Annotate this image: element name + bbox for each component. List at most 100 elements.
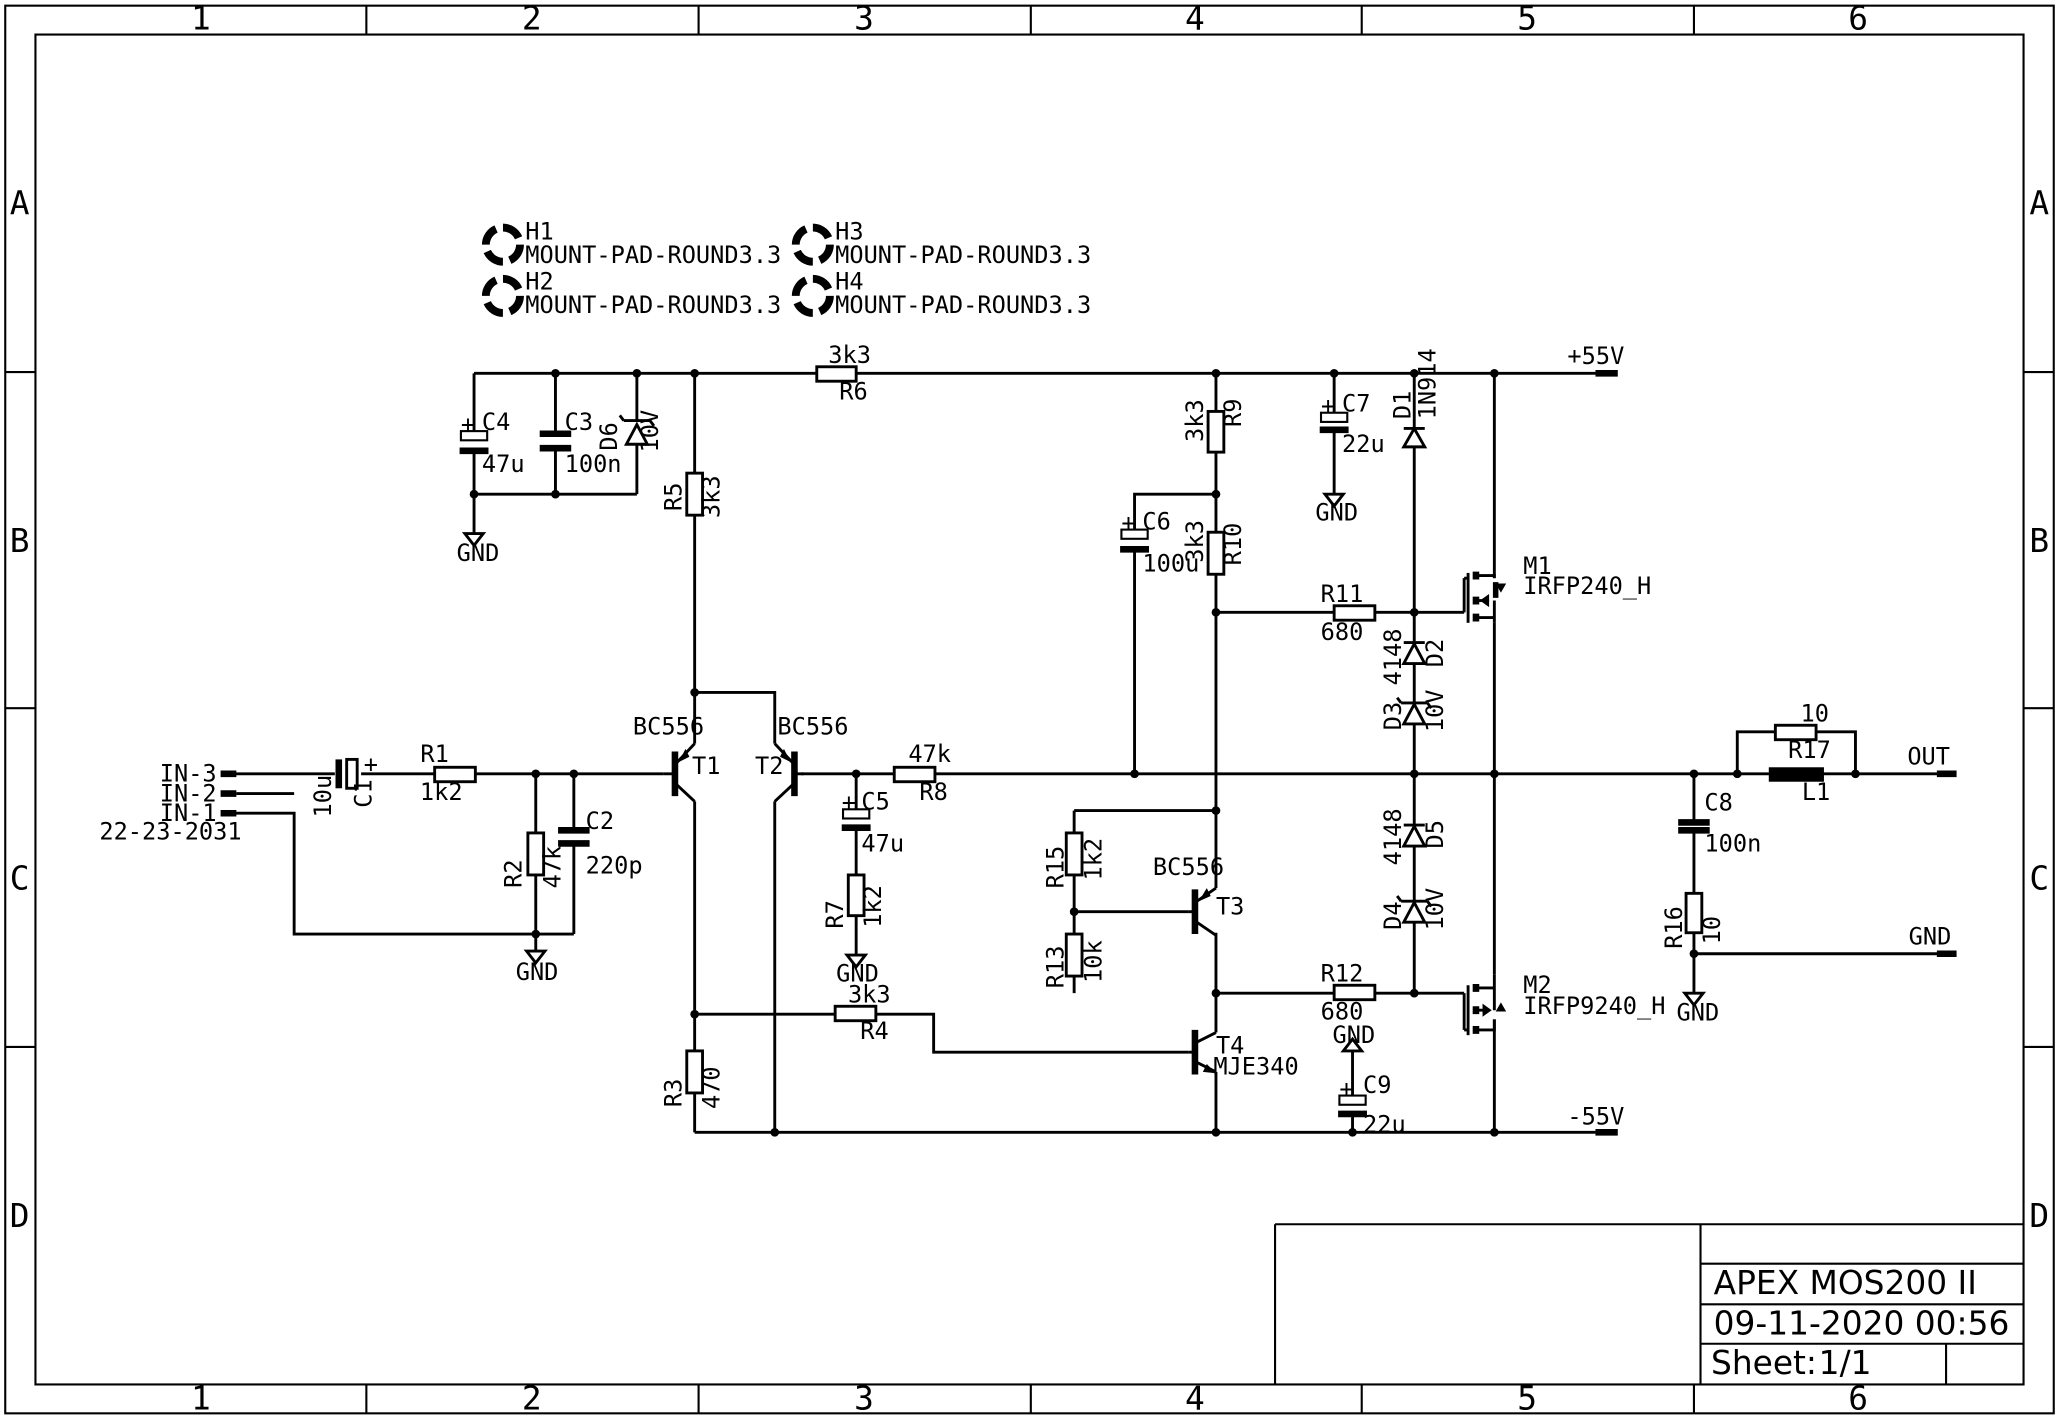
h1-ref: H1 — [525, 217, 553, 245]
col-label-3-bottom: 3 — [854, 1379, 874, 1417]
c5-ref: C5 — [861, 787, 889, 815]
zener-diode-d4: D4 10V — [1379, 888, 1449, 931]
col-label-4-bottom: 4 — [1185, 1379, 1205, 1417]
r2-value: 47k — [539, 846, 567, 889]
h3-ref: H3 — [835, 217, 863, 245]
c4-value: 47u — [482, 450, 525, 478]
d1-value: 1N914 — [1413, 348, 1441, 419]
title-block-sheet-label: Sheet: — [1711, 1344, 1817, 1382]
r15-value: 1k2 — [1080, 838, 1108, 881]
col-label-5-top: 5 — [1517, 0, 1537, 37]
gnd-label-c7: GND — [1315, 498, 1358, 526]
m1-ref: M1 — [1523, 552, 1551, 580]
resistor-r12: R12 680 — [1321, 959, 1377, 1025]
m2-value: IRFP9240_H — [1523, 992, 1665, 1020]
r13-value: 10k — [1080, 940, 1108, 983]
r9-value: 3k3 — [1181, 399, 1209, 442]
c3-value: 100n — [565, 450, 622, 478]
d2-ref: D2 — [1421, 639, 1449, 667]
zener-diode-d3: D3 10V — [1379, 689, 1449, 732]
transistor-t2: BC556 T2 — [755, 712, 849, 803]
c1-plus: + — [364, 751, 378, 779]
r4-ref: R4 — [860, 1017, 888, 1045]
col-label-2-top: 2 — [522, 0, 542, 37]
c3-ref: C3 — [565, 408, 593, 436]
title-block-sheet-value: 1/1 — [1819, 1344, 1872, 1382]
c5-value: 47u — [861, 829, 904, 857]
r17-value: 10 — [1801, 699, 1829, 727]
net-gnd-out: GND — [1909, 923, 1952, 951]
h2-value: MOUNT-PAD-ROUND3.3 — [525, 291, 781, 319]
resistor-r10: 3k3 R10 — [1181, 520, 1247, 576]
col-label-2-bottom: 2 — [522, 1379, 542, 1417]
r15-ref: R15 — [1042, 846, 1070, 889]
gnd-label-r16: GND — [1677, 999, 1720, 1027]
c9-ref: C9 — [1363, 1071, 1391, 1099]
capacitor-c4: + C4 47u — [459, 408, 525, 478]
pin-in-3: IN-3 — [160, 760, 217, 788]
diode-d1: D1 1N914 — [1388, 348, 1441, 449]
r12-value: 680 — [1321, 997, 1364, 1025]
col-label-4-top: 4 — [1185, 0, 1205, 37]
t3-ref: T3 — [1216, 892, 1244, 920]
mount-pad-h2: H2 MOUNT-PAD-ROUND3.3 — [481, 267, 781, 319]
resistor-r6: 3k3 R6 — [815, 341, 871, 406]
row-label-b-right: B — [2029, 522, 2049, 560]
diode-d2: 4148 D2 — [1379, 629, 1449, 686]
r10-value: 3k3 — [1181, 520, 1209, 563]
r4-value: 3k3 — [848, 980, 891, 1008]
r16-value: 10 — [1698, 916, 1726, 944]
capacitor-c6: + C6 100u — [1120, 508, 1199, 578]
input-connector: IN-3 IN-2 IN-1 22-23-2031 — [99, 760, 295, 846]
r2-ref: R2 — [499, 859, 527, 887]
connector-part: 22-23-2031 — [99, 818, 241, 846]
t2-ref: T2 — [755, 752, 783, 780]
sheet-frame: 1 2 3 4 5 6 1 2 3 4 5 6 A B C D A B C D — [4, 0, 2055, 1417]
resistor-r4: 3k3 R4 — [833, 980, 891, 1045]
resistor-r7: R7 1k2 — [821, 873, 887, 929]
c4-plus: + — [461, 410, 475, 438]
net-labels: +55V -55V OUT GND GND GND GND GND GND GN… — [457, 342, 1957, 1136]
gnd-label-r2: GND — [516, 958, 559, 986]
t2-value: BC556 — [777, 712, 848, 740]
capacitor-c1: + 10u C1 — [309, 751, 378, 818]
r1-value: 1k2 — [420, 778, 463, 806]
resistor-r1: R1 1k2 — [420, 740, 477, 806]
col-label-1-top: 1 — [191, 0, 211, 37]
row-label-d-right: D — [2029, 1197, 2049, 1235]
mount-pad-h3: H3 MOUNT-PAD-ROUND3.3 — [791, 217, 1091, 269]
h1-value: MOUNT-PAD-ROUND3.3 — [525, 241, 781, 269]
inductor-l1: R17 L1 — [1768, 736, 1831, 806]
r11-value: 680 — [1321, 618, 1364, 646]
r3-value: 470 — [698, 1066, 726, 1109]
capacitor-c2: C2 220p — [558, 807, 643, 880]
row-label-a-left: A — [10, 184, 30, 222]
t4-ref: T4 — [1216, 1032, 1244, 1060]
title-block: APEX MOS200 II 09-11-2020 00:56 Sheet: 1… — [1274, 1223, 2024, 1385]
r13-ref: R13 — [1042, 946, 1070, 989]
net-vneg: -55V — [1567, 1102, 1624, 1130]
r12-ref: R12 — [1321, 959, 1364, 987]
c1-ref: C1 — [350, 779, 378, 807]
resistor-r5: R5 3k3 — [660, 471, 726, 518]
c1-value: 10u — [309, 775, 337, 818]
c2-value: 220p — [586, 852, 643, 880]
row-label-d-left: D — [10, 1197, 30, 1235]
resistor-r2: R2 47k — [499, 831, 567, 889]
transistor-t1: BC556 T1 — [633, 712, 720, 803]
r6-value: 3k3 — [828, 341, 871, 369]
junctions — [469, 369, 1860, 1137]
t1-value: BC556 — [633, 712, 704, 740]
resistor-r17: 10 — [1773, 699, 1829, 742]
net-out: OUT — [1907, 743, 1950, 771]
d3-ref: D3 — [1379, 702, 1407, 730]
capacitor-c7: + C7 22u — [1319, 389, 1385, 458]
mount-pad-h4: H4 MOUNT-PAD-ROUND3.3 — [791, 267, 1091, 319]
row-label-c-right: C — [2029, 859, 2049, 897]
title-block-date: 09-11-2020 00:56 — [1714, 1305, 2010, 1343]
c6-value: 100u — [1142, 550, 1199, 578]
m2-ref: M2 — [1523, 971, 1551, 999]
gnd-label-r7: GND — [836, 959, 879, 987]
pin-in-1: IN-1 — [160, 799, 217, 827]
